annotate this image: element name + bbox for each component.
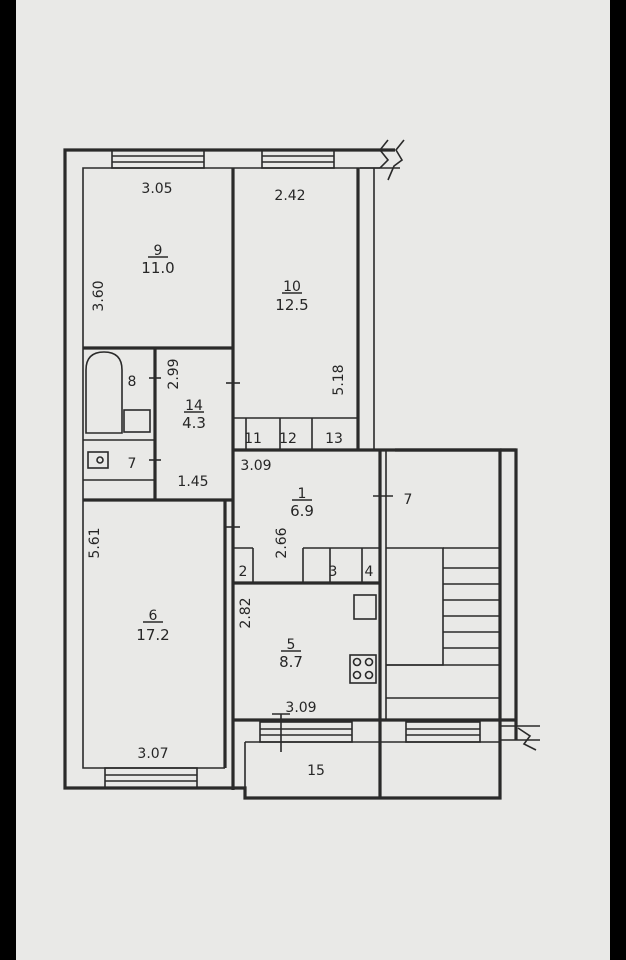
break-marks [360,139,540,751]
dim-room5-depth: 2.82 [238,597,254,628]
room-11-number: 11 [244,431,262,447]
dim-room6-width: 3.07 [137,746,168,762]
walls [63,148,518,800]
room-8-number: 8 [128,374,137,390]
stove-icon [349,654,377,684]
fixtures [85,351,500,684]
dimension-labels: 3.05 2.42 3.60 5.18 2.99 1.45 3.09 2.66 … [87,181,347,762]
room-1-area: 6.9 [290,502,314,520]
room-7a-number: 7 [128,456,137,472]
room-7b-number: 7 [404,492,413,508]
dim-room9-depth: 3.60 [91,280,107,311]
room-5-number: 5 [287,637,296,653]
room-9-number: 9 [154,243,163,259]
room-6-number: 6 [149,608,158,624]
room-10-area: 12.5 [275,296,308,314]
toilet-icon [87,451,109,469]
dim-corridor-width: 1.45 [177,474,208,490]
room-14-number: 14 [185,398,203,414]
room-9-area: 11.0 [141,259,174,277]
room-1-number: 1 [298,486,307,502]
room-2-number: 2 [239,564,248,580]
room-13-number: 13 [325,431,343,447]
sink-icon [123,409,151,433]
room-12-number: 12 [279,431,297,447]
dim-room6-depth: 5.61 [87,527,103,558]
room-4-number: 4 [365,564,374,580]
room-10-number: 10 [283,279,301,295]
dim-room10-depth: 5.18 [331,364,347,395]
dim-room14-depth: 2.99 [166,358,182,389]
windows [104,149,481,789]
dim-room1-width: 3.09 [240,458,271,474]
room-5-area: 8.7 [279,653,303,671]
kitchen-sink-icon [353,594,377,620]
fraction-bars [143,256,312,652]
door-ticks [149,377,393,752]
dim-room10-width: 2.42 [274,188,305,204]
room-3-number: 3 [329,564,338,580]
room-6-area: 17.2 [136,626,169,644]
room-15-number: 15 [307,763,325,779]
dim-room1-depth: 2.66 [274,527,290,558]
room-labels: 9 11.0 10 12.5 14 4.3 1 6.9 6 17.2 5 8.7… [128,243,413,779]
dim-room5-width: 3.09 [285,700,316,716]
room-14-area: 4.3 [182,414,206,432]
dim-room9-width: 3.05 [141,181,172,197]
bathtub-icon [85,351,123,434]
